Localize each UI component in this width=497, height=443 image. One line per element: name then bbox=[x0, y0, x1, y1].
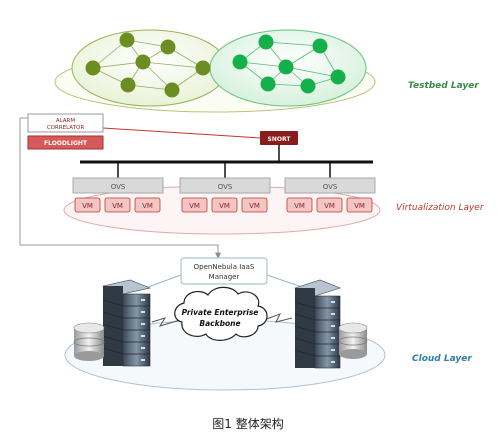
alarm-correlator-label-1: ALARM bbox=[56, 118, 76, 124]
vm-box bbox=[286, 197, 313, 213]
manager-to-right-rack bbox=[266, 274, 306, 289]
right-storage-disk bbox=[338, 322, 368, 359]
vm-box bbox=[134, 197, 161, 213]
ovs-box-3 bbox=[284, 177, 376, 194]
olive-node bbox=[160, 39, 176, 55]
left-backbone-link bbox=[151, 317, 181, 327]
vm-label: VM bbox=[142, 202, 153, 210]
testbed-layer-label: Testbed Layer bbox=[408, 81, 479, 91]
vm-label: VM bbox=[219, 202, 230, 210]
alarm-snort-link bbox=[102, 127, 261, 139]
vm-box bbox=[241, 197, 268, 213]
green-node bbox=[232, 54, 248, 70]
cloud-layer-label: Cloud Layer bbox=[412, 354, 472, 364]
figure-caption: 图1 整体架构 bbox=[212, 416, 283, 431]
left-server-rack bbox=[101, 279, 152, 367]
green-nodes bbox=[232, 34, 346, 94]
vm-label: VM bbox=[249, 202, 260, 210]
olive-node bbox=[135, 54, 151, 70]
cloud-layer: OpenNebula IaaS Manager Private Enterpri… bbox=[64, 257, 472, 391]
green-node bbox=[260, 76, 276, 92]
ovs-box-1 bbox=[72, 177, 164, 194]
backbone-label-1: Private Enterprise bbox=[182, 308, 259, 317]
olive-node bbox=[164, 82, 180, 98]
vm-label: VM bbox=[294, 202, 305, 210]
vm-box bbox=[211, 197, 238, 213]
green-node bbox=[258, 34, 274, 50]
ovs-label-3: OVS bbox=[323, 183, 338, 191]
green-node bbox=[312, 38, 328, 54]
snort-label: SNORT bbox=[268, 136, 292, 143]
right-server-rack bbox=[294, 279, 341, 369]
testbed-layer: Testbed Layer bbox=[54, 29, 479, 113]
opennebula-label-2: Manager bbox=[209, 273, 240, 281]
opennebula-label-1: OpenNebula IaaS bbox=[194, 263, 255, 271]
olive-node bbox=[119, 32, 135, 48]
right-backbone-link bbox=[263, 313, 293, 323]
olive-nodes bbox=[85, 32, 211, 98]
vm-label: VM bbox=[324, 202, 335, 210]
ovs-label-2: OVS bbox=[218, 183, 233, 191]
olive-node bbox=[120, 77, 136, 93]
vm-label: VM bbox=[354, 202, 365, 210]
vm-box bbox=[181, 197, 208, 213]
vm-label: VM bbox=[112, 202, 123, 210]
green-node bbox=[330, 69, 346, 85]
green-node bbox=[300, 78, 316, 94]
vm-box bbox=[316, 197, 343, 213]
alarm-correlator-box bbox=[27, 113, 104, 133]
floodlight-label: FLOODLIGHT bbox=[44, 140, 88, 147]
ovs-label-1: OVS bbox=[111, 183, 126, 191]
virtualization-layer-label: Virtualization Layer bbox=[396, 203, 485, 213]
olive-node bbox=[85, 60, 101, 76]
control-components: ALARM CORRELATOR FLOODLIGHT SNORT OVS OV… bbox=[19, 113, 485, 259]
vm-group-2: VM VM VM bbox=[181, 197, 268, 213]
vm-box bbox=[74, 197, 101, 213]
alarm-correlator-label-2: CORRELATOR bbox=[47, 125, 85, 131]
ovs-box-2 bbox=[179, 177, 271, 194]
vm-group-3: VM VM VM bbox=[286, 197, 373, 213]
management-feedback-line bbox=[19, 118, 221, 259]
snort-box bbox=[260, 131, 298, 145]
vm-box bbox=[346, 197, 373, 213]
backbone-label-2: Backbone bbox=[199, 319, 240, 328]
vm-box bbox=[104, 197, 131, 213]
opennebula-manager-box bbox=[180, 257, 268, 285]
vm-label: VM bbox=[82, 202, 93, 210]
left-storage-disk bbox=[73, 322, 105, 361]
vm-group-1: VM VM VM bbox=[74, 197, 161, 213]
olive-node bbox=[195, 60, 211, 76]
green-node bbox=[278, 59, 294, 75]
backbone-cloud bbox=[174, 286, 268, 341]
vm-label: VM bbox=[189, 202, 200, 210]
floodlight-box bbox=[27, 135, 104, 150]
